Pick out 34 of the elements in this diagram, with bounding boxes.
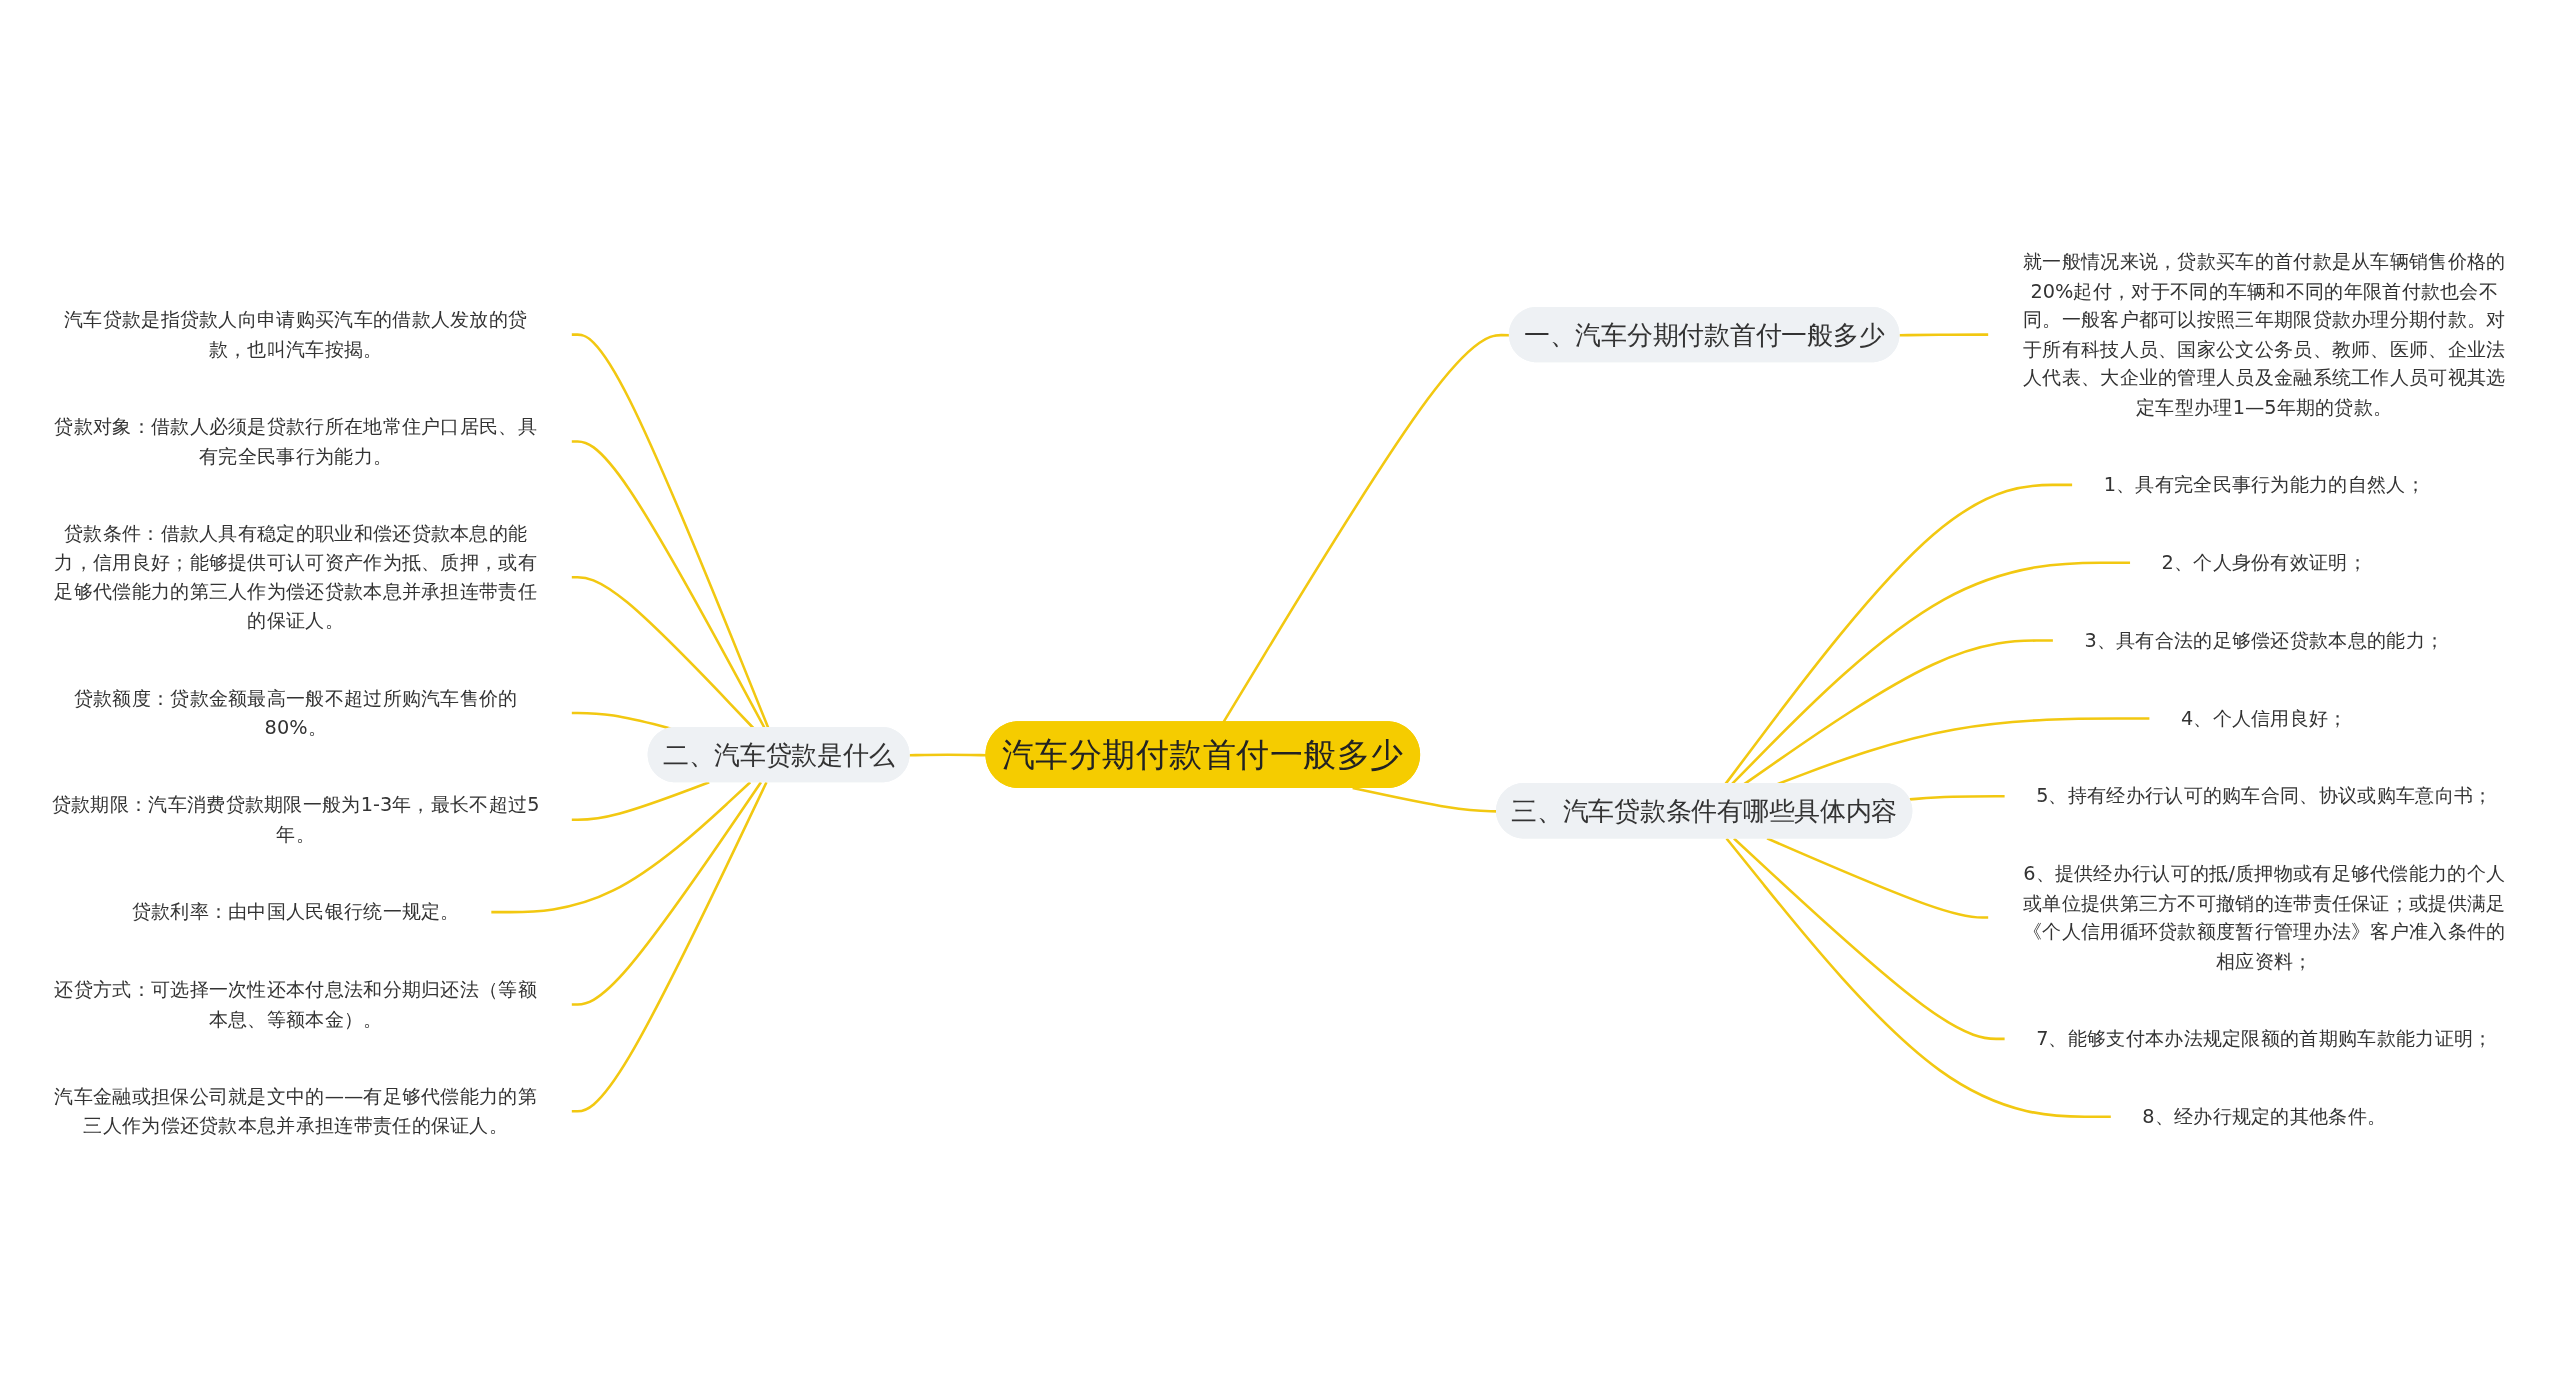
node-text: 贷款对象：借款人必须是贷款行所在地常住户口居民、具有完全民事行为能力。 [54, 414, 538, 467]
connector [1725, 837, 2112, 1118]
node-text: 就一般情况来说，贷款买车的首付款是从车辆销售价格的20%起付，对于不同的车辆和不同的年限首付款也会不同。一般客户都可以按照三年期限贷款办理分期付款。对于所有科技人员、国家公文公务员、教师、医师、企业法人代表、大企业的管理人员及金融系统工作人员可视其选定车型办理1—5年期的贷款。 [2022, 249, 2506, 418]
node-text: 贷款期限：汽车消费贷款期限一般为1-3年，最长不超过5年。 [51, 792, 540, 846]
node-text: 还贷方式：可选择一次性还本付息法和分期归还法（等额本息、等额本金）。 [54, 977, 538, 1030]
node-text: 8、经办行规定的其他条件。 [2142, 1104, 2387, 1128]
node-text: 汽车金融或担保公司就是文中的——有足够代偿能力的第三人作为偿还贷款本息并承担连带责任的保证人。 [54, 1084, 538, 1137]
connector [1909, 794, 2006, 801]
node-text: 6、提供经办行认可的抵/质押物或有足够代偿能力的个人或单位提供第三方不可撤销的连带责任保证；或提供满足《个人信用循环贷款额度暂行管理办法》客户准入条件的相应资料； [2022, 861, 2506, 972]
connector [1899, 332, 1989, 337]
node-text: 7、能够支付本办法规定限额的首期购车款能力证明； [2036, 1026, 2493, 1050]
connector [571, 575, 755, 729]
connector [909, 753, 987, 757]
node-text: 贷款额度：贷款金额最高一般不超过所购汽车售价的80%。 [73, 686, 518, 739]
node-text: 5、持有经办行认可的购车合同、协议或购车意向书； [2036, 783, 2493, 808]
node-text: 1、具有完全民事行为能力的自然人； [2103, 472, 2425, 496]
connector [571, 439, 766, 729]
node-text: 3、具有合法的足够偿还贷款本息的能力； [2084, 628, 2445, 652]
connector [571, 780, 710, 821]
node-text: 贷款条件：借款人具有稳定的职业和偿还贷款本息的能力，信用良好；能够提供可认可资产作为抵、质押，或有足够代偿能力的第三人作为偿还贷款本息并承担连带责任的保证人。 [54, 521, 538, 632]
connector [1724, 483, 2073, 785]
node-text: 汽车贷款是指贷款人向申请购买汽车的借款人发放的贷款，也叫汽车按揭。 [64, 307, 528, 360]
connector [1766, 836, 1989, 919]
connector [490, 780, 752, 913]
node-text: 2、个人身份有效证明； [2161, 550, 2367, 574]
connector [571, 781, 763, 1006]
connector [1743, 638, 2054, 785]
node-text: 贷款利率：由中国人民银行统一规定。 [131, 899, 460, 923]
connector [571, 332, 770, 729]
connector [1730, 560, 2131, 785]
connector [1352, 786, 1498, 813]
node-text: 4、个人信用良好； [2180, 706, 2348, 730]
connector [1733, 837, 2006, 1040]
connector [571, 781, 768, 1113]
